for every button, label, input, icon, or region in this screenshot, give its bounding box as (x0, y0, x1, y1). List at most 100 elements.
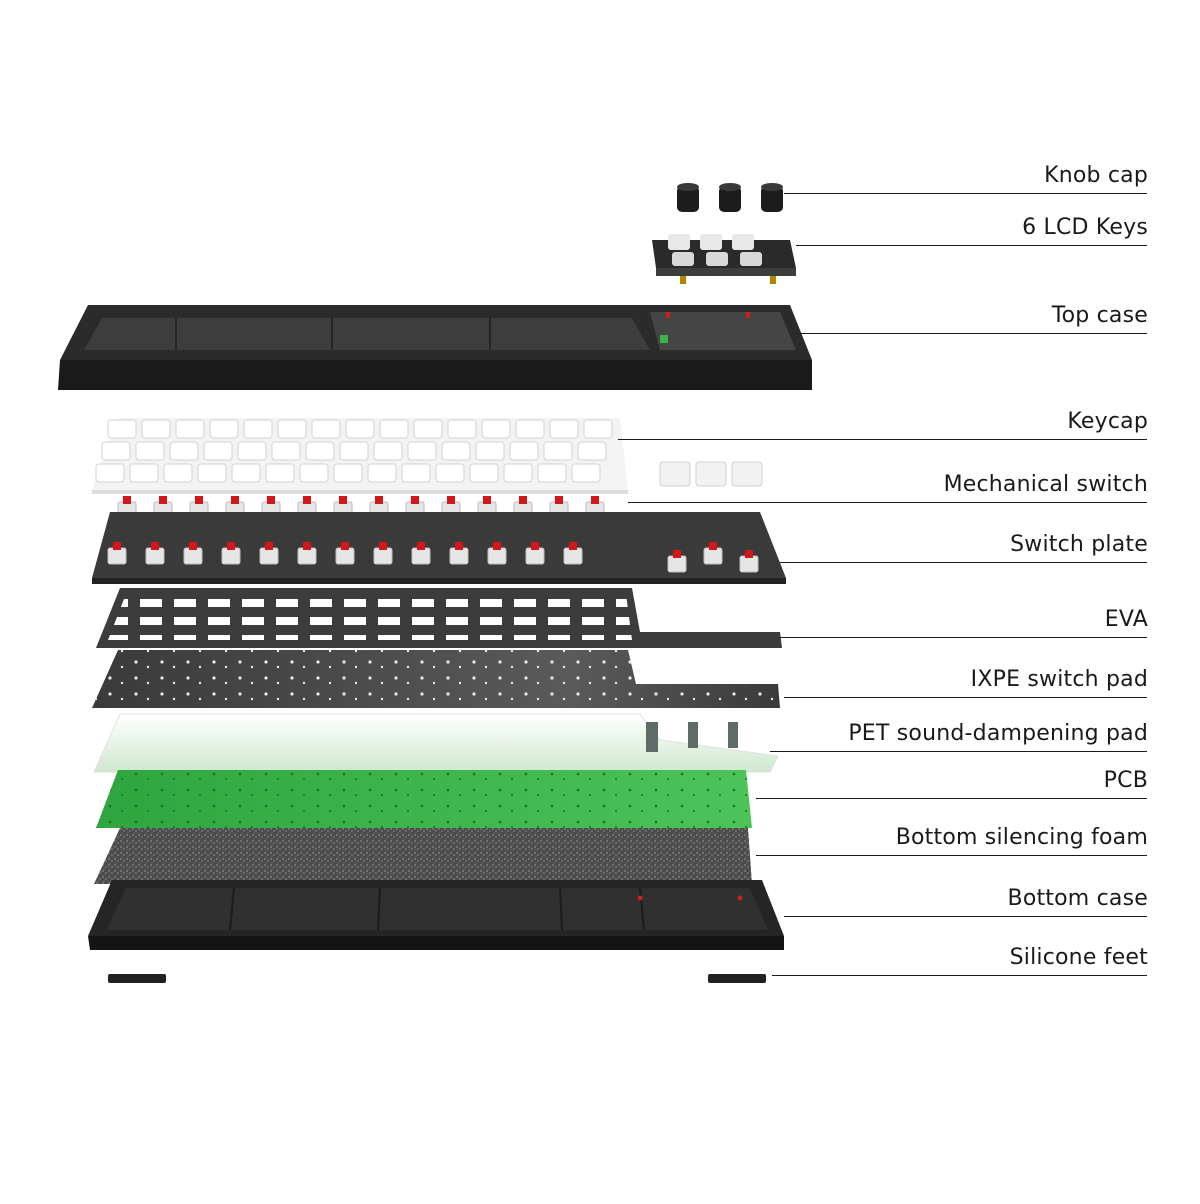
label-switch-plate: Switch plate (1010, 532, 1148, 557)
label-bottom-foam: Bottom silencing foam (895, 825, 1148, 850)
leader-line-keycap (618, 439, 1147, 440)
switch-housing (525, 547, 545, 565)
switch-housing (221, 547, 241, 565)
keycap-arrow (659, 461, 691, 487)
silicone-feet-pair (108, 974, 766, 983)
switch-stem (231, 496, 239, 504)
leader-line-silicone-feet (772, 975, 1147, 976)
label-top-case: Top case (1051, 303, 1148, 328)
switch-stem (569, 542, 577, 550)
keycap (407, 441, 437, 461)
keycap (413, 419, 443, 439)
keycap (243, 419, 273, 439)
switch-stem (195, 496, 203, 504)
keycap (373, 441, 403, 461)
label-bottom-case: Bottom case (1007, 886, 1148, 911)
label-pet-pad: PET sound-dampening pad (848, 721, 1148, 746)
label-pcb: PCB (1103, 768, 1148, 793)
keycap (333, 463, 363, 483)
keycap (339, 441, 369, 461)
keycap (129, 463, 159, 483)
switch-housing (703, 547, 723, 565)
keycap (101, 441, 131, 461)
keycap (277, 419, 307, 439)
leader-line-mechanical-switch (628, 502, 1147, 503)
keycap (583, 419, 613, 439)
keycap (135, 441, 165, 461)
label-ixpe-switch-pad: IXPE switch pad (970, 667, 1148, 692)
bottom-case-shell (88, 880, 784, 950)
switch-stem (267, 496, 275, 504)
switch-stem (417, 542, 425, 550)
keycap-arrow (695, 461, 727, 487)
switch-housing (259, 547, 279, 565)
keycap-arrow (731, 461, 763, 487)
switch-housing (335, 547, 355, 565)
keycap (163, 463, 193, 483)
switch-stem (555, 496, 563, 504)
leader-line-pet-pad (770, 751, 1147, 752)
switch-stem (483, 496, 491, 504)
keycap (169, 441, 199, 461)
keycap (447, 419, 477, 439)
label-mechanical-switch: Mechanical switch (943, 472, 1148, 497)
keycap (203, 441, 233, 461)
switch-stem (673, 550, 681, 558)
label-knob-cap: Knob cap (1044, 163, 1148, 188)
switch-stem (113, 542, 121, 550)
keycap (401, 463, 431, 483)
pet-sound-dampening-pad-layer (93, 713, 779, 773)
mechanical-switch-front-row (107, 542, 759, 573)
knob-cap-1 (677, 183, 699, 212)
keycap (469, 463, 499, 483)
switch-stem (379, 542, 387, 550)
keycap (237, 441, 267, 461)
switch-housing (487, 547, 507, 565)
keycap (175, 419, 205, 439)
keycap (515, 419, 545, 439)
leader-line-bottom-foam (756, 855, 1147, 856)
keycap-layer (92, 418, 763, 494)
switch-housing (107, 547, 127, 565)
keycap (311, 419, 341, 439)
switch-stem (151, 542, 159, 550)
knob-cap-group (677, 183, 783, 212)
switch-stem (591, 496, 599, 504)
switch-stem (265, 542, 273, 550)
switch-stem (227, 542, 235, 550)
keycap (141, 419, 171, 439)
switch-housing (373, 547, 393, 565)
switch-stem (519, 496, 527, 504)
switch-housing (145, 547, 165, 565)
keycap (197, 463, 227, 483)
switch-stem (531, 542, 539, 550)
keycap (271, 441, 301, 461)
lcd-keys-module (652, 234, 796, 284)
switch-housing (449, 547, 469, 565)
label-silicone-feet: Silicone feet (1009, 945, 1148, 970)
knob-cap-3 (761, 183, 783, 212)
top-case-frame (58, 305, 812, 390)
keycap (509, 441, 539, 461)
leader-line-ixpe-switch-pad (784, 697, 1147, 698)
switch-housing (183, 547, 203, 565)
ixpe-switch-pad-layer (92, 650, 780, 708)
keycap (299, 463, 329, 483)
switch-stem (447, 496, 455, 504)
bottom-silencing-foam-layer (94, 828, 752, 884)
eva-layer (96, 588, 782, 648)
switch-stem (455, 542, 463, 550)
leader-line-knob-cap (784, 193, 1147, 194)
keycap (345, 419, 375, 439)
keycap (577, 441, 607, 461)
switch-housing (667, 555, 687, 573)
keycap (95, 463, 125, 483)
switch-stem (123, 496, 131, 504)
keycap (543, 441, 573, 461)
switch-stem (341, 542, 349, 550)
switch-housing (739, 555, 759, 573)
keycap (537, 463, 567, 483)
keycap (475, 441, 505, 461)
keycap (435, 463, 465, 483)
